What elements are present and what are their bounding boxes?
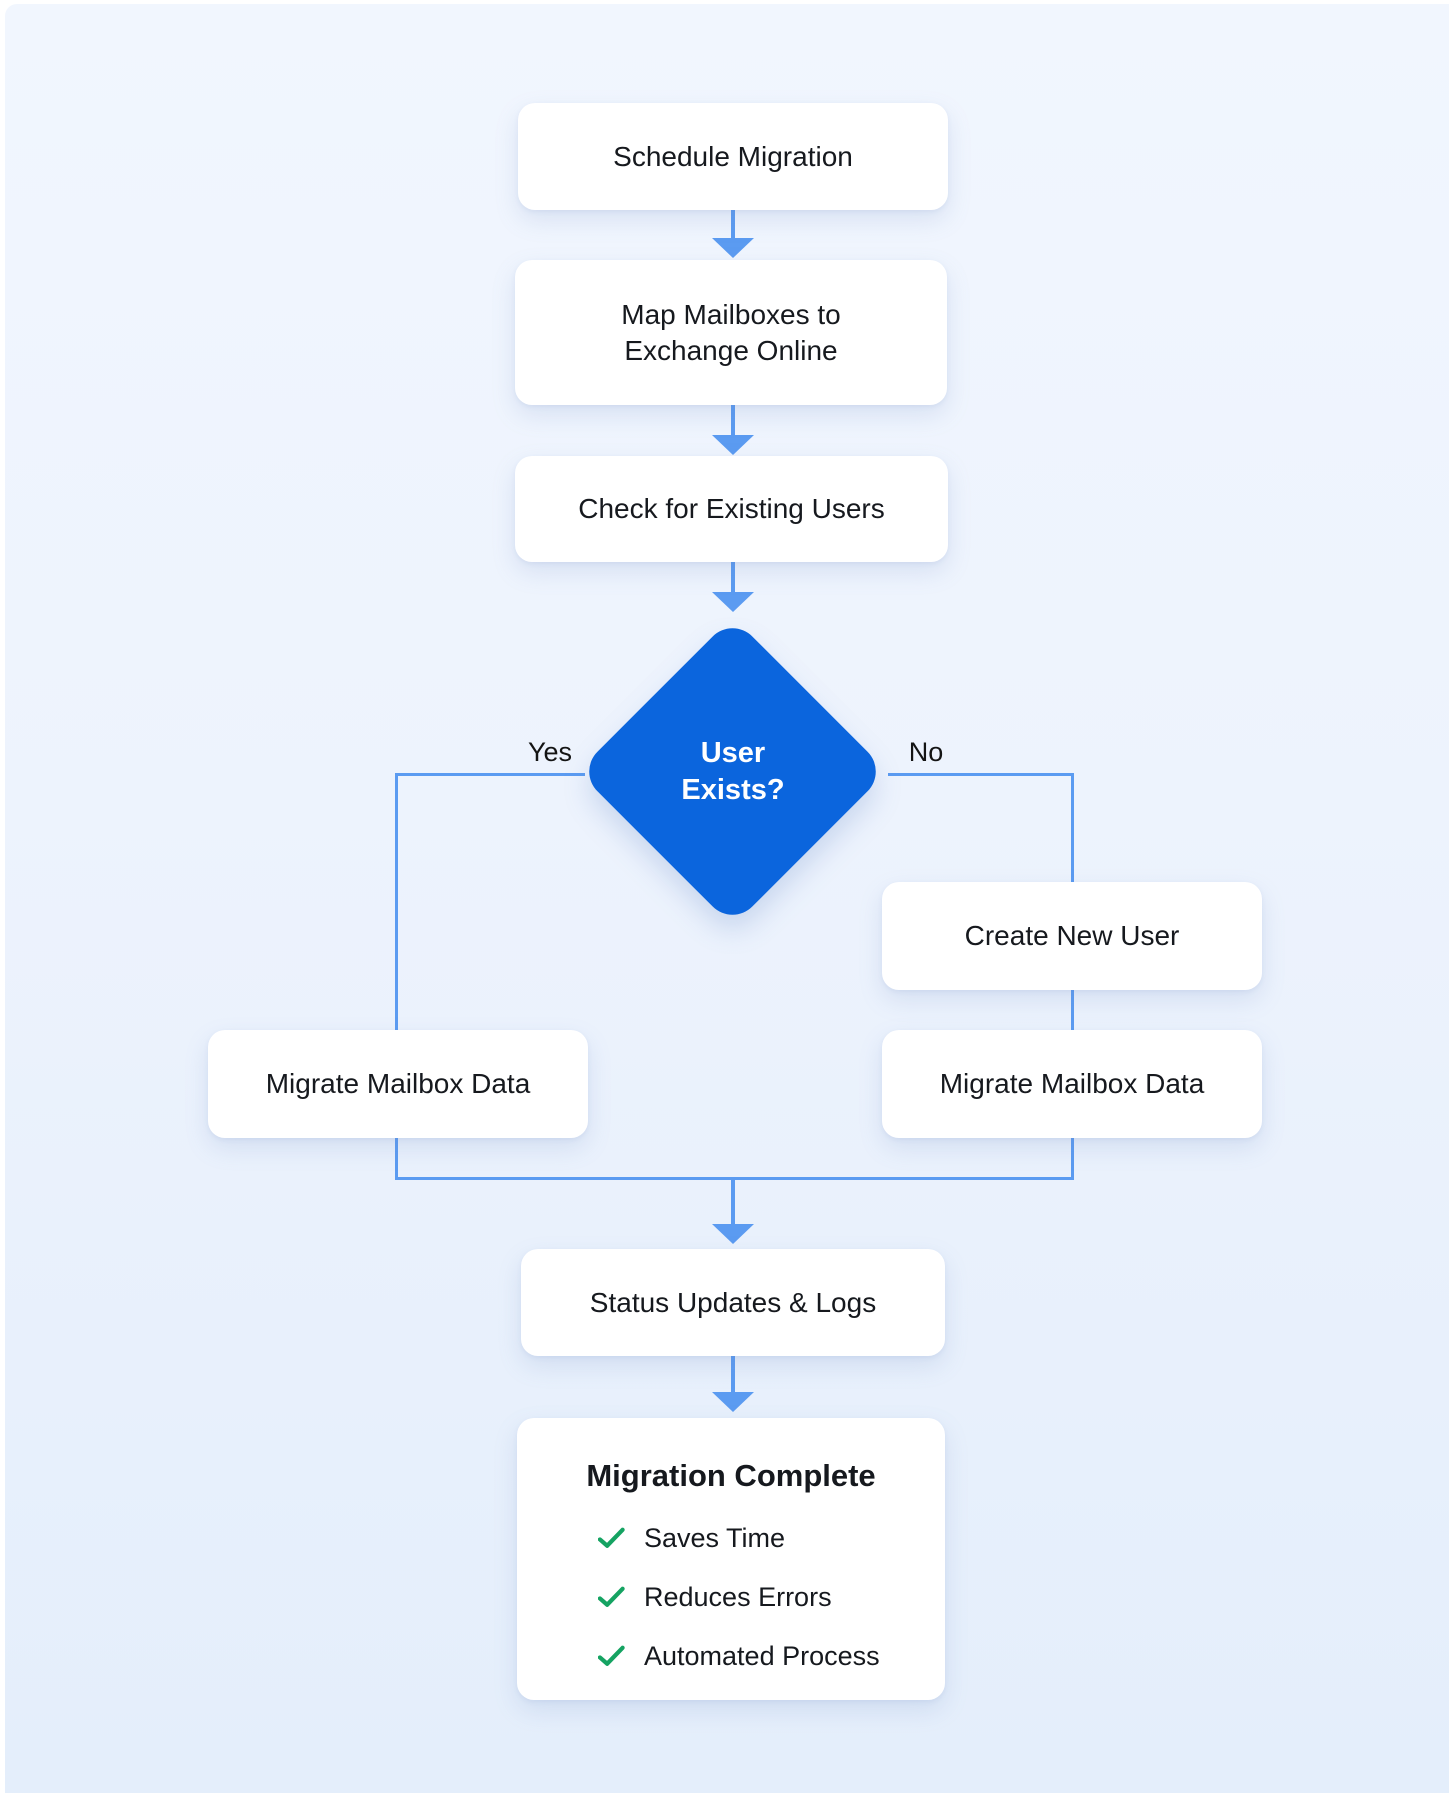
node-label: Check for Existing Users bbox=[578, 493, 885, 525]
arrowhead-down-icon bbox=[712, 435, 754, 455]
node-create-new-user: Create New User bbox=[882, 882, 1262, 990]
list-item: Automated Process bbox=[598, 1639, 945, 1673]
connector-status-to-complete bbox=[731, 1356, 735, 1392]
arrowhead-down-icon bbox=[712, 1392, 754, 1412]
node-migrate-mailbox-data-right: Migrate Mailbox Data bbox=[882, 1030, 1262, 1138]
connector-no-horizontal bbox=[888, 773, 1074, 776]
benefit-list: Saves Time Reduces Errors Automated Proc… bbox=[598, 1521, 945, 1673]
connector-map-to-check bbox=[731, 405, 735, 435]
node-label: Migrate Mailbox Data bbox=[939, 1068, 1205, 1100]
node-label: Map Mailboxes to Exchange Online bbox=[621, 299, 841, 366]
node-label: Status Updates & Logs bbox=[589, 1286, 877, 1318]
node-label: Schedule Migration bbox=[613, 140, 853, 172]
decision-label: User Exists? bbox=[681, 736, 785, 806]
branch-label-yes: Yes bbox=[527, 736, 573, 767]
benefit-label: Reduces Errors bbox=[644, 1582, 832, 1613]
list-item: Reduces Errors bbox=[598, 1580, 945, 1614]
connector-schedule-to-map bbox=[731, 210, 735, 238]
connector-merge-to-status bbox=[731, 1178, 735, 1224]
flowchart-panel: Schedule Migration Map Mailboxes to Exch… bbox=[5, 4, 1449, 1793]
arrowhead-down-icon bbox=[712, 592, 754, 612]
benefit-label: Saves Time bbox=[644, 1523, 786, 1554]
arrowhead-down-icon bbox=[712, 238, 754, 258]
migration-complete-title: Migration Complete bbox=[586, 1458, 876, 1493]
connector-yes-horizontal bbox=[395, 773, 585, 776]
benefit-label: Automated Process bbox=[644, 1641, 880, 1672]
check-icon bbox=[598, 1645, 625, 1666]
node-label: Create New User bbox=[964, 920, 1180, 952]
node-map-mailboxes: Map Mailboxes to Exchange Online bbox=[515, 260, 947, 405]
node-migration-complete: Migration Complete Saves Time Reduces Er… bbox=[517, 1418, 945, 1700]
arrowhead-down-icon bbox=[712, 1224, 754, 1244]
check-icon bbox=[598, 1527, 625, 1548]
node-migrate-mailbox-data-left: Migrate Mailbox Data bbox=[208, 1030, 588, 1138]
check-icon bbox=[598, 1586, 625, 1607]
connector-yes-vertical bbox=[395, 773, 398, 1180]
node-schedule-migration: Schedule Migration bbox=[518, 103, 948, 210]
node-check-existing-users: Check for Existing Users bbox=[515, 456, 948, 562]
connector-check-to-decision bbox=[731, 562, 735, 592]
list-item: Saves Time bbox=[598, 1521, 945, 1555]
node-status-updates-logs: Status Updates & Logs bbox=[521, 1249, 945, 1356]
node-label: Migrate Mailbox Data bbox=[265, 1068, 531, 1100]
branch-label-no: No bbox=[908, 736, 944, 767]
